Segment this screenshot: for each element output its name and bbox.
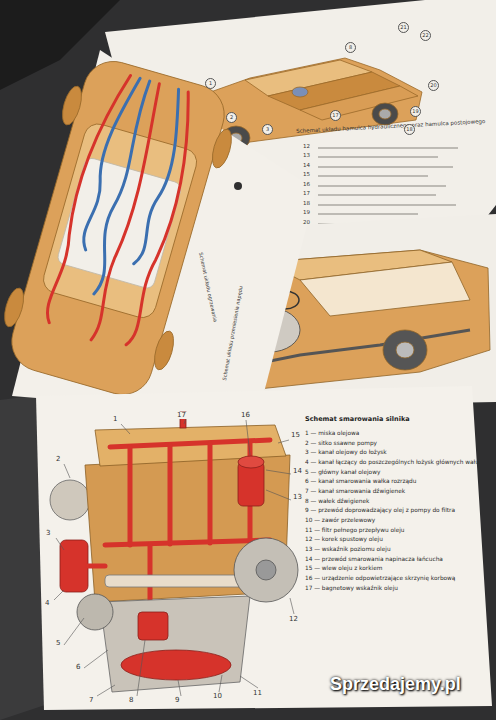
legend-item: 2 — sitko ssawne pompy (305, 440, 483, 447)
legend-number: 14 (303, 162, 310, 168)
callout-number: 11 (252, 690, 263, 697)
engine (50, 412, 298, 692)
legend-item: 11 — filtr pełnego przepływu oleju (305, 527, 483, 534)
car-top-view (0, 50, 245, 405)
callout-number: 15 (290, 432, 301, 439)
legend-item: 6 — kanał smarowania wałka rozrządu (305, 478, 483, 485)
legend-item: 5 — główny kanał olejowy (305, 469, 483, 476)
legend-item: 17 — bagnetowy wskaźnik oleju (305, 585, 483, 592)
callout-number: 3 (45, 530, 51, 537)
legend-item: 9 — przewód doprowadzający olej z pompy … (305, 507, 483, 514)
sheet-title: Schemat układu ogrzewania (197, 252, 217, 323)
flywheel (234, 538, 298, 602)
sheet-title: Schemat układu przeniesienia napędu (222, 286, 244, 381)
callout-number: 9 (174, 697, 180, 704)
crankshaft (105, 575, 255, 587)
callout-number: 10 (212, 693, 223, 700)
callout-number: 20 (428, 80, 439, 91)
callout-number: 14 (292, 468, 303, 475)
watermark: Sprzedajemy.pl (330, 674, 461, 695)
legend-item: 13 — wskaźnik poziomu oleju (305, 546, 483, 553)
callout-number: 8 (345, 42, 356, 53)
sheet-title: Schemat smarowania silnika (305, 416, 410, 423)
sheet-title: Schemat układu hamulca hydraulicznego or… (296, 118, 485, 134)
callout-number: 13 (292, 494, 303, 501)
callout-number: 19 (410, 106, 421, 117)
legend-number: 16 (303, 181, 310, 187)
punch-hole (234, 182, 242, 190)
callout-number: 16 (240, 412, 251, 419)
callout-number: 2 (226, 112, 237, 123)
legend-number: 17 (303, 190, 310, 196)
sump (100, 596, 250, 692)
legend-item: 1 — miska olejowa (305, 430, 483, 437)
callout-number: 4 (44, 600, 50, 607)
legend-number: 18 (303, 200, 310, 206)
legend-item: 16 — urządzenie odpowietrzające skrzynię… (305, 575, 483, 582)
legend-item: 3 — kanał olejowy do łożysk (305, 449, 483, 456)
sheet (36, 386, 492, 710)
callout-number: 2 (55, 456, 61, 463)
callout-number: 3 (262, 124, 273, 135)
callout-number: 5 (55, 640, 61, 647)
legend-number: 19 (303, 209, 310, 215)
callout-number: 8 (128, 697, 134, 704)
callout-number: 22 (420, 30, 431, 41)
legend-number: 13 (303, 152, 310, 158)
legend-item: 14 — przewód smarowania napinacza łańcuc… (305, 556, 483, 563)
legend-item: 10 — zawór przelewowy (305, 517, 483, 524)
callout-number: 7 (88, 697, 94, 704)
pulley (77, 594, 113, 630)
legend-item: 7 — kanał smarowania dźwigienek (305, 488, 483, 495)
legend-item: 12 — korek spustowy oleju (305, 536, 483, 543)
callout-number: 21 (398, 22, 409, 33)
legend-number: 15 (303, 171, 310, 177)
text-lines (318, 147, 458, 225)
legend-item: 4 — kanał łączący do poszczególnych łoży… (305, 459, 483, 466)
legend-number: 12 (303, 143, 310, 149)
distributor (238, 462, 264, 506)
callout-number: 1 (205, 78, 216, 89)
callout-number: 1 (112, 416, 118, 423)
callout-number: 18 (404, 124, 415, 135)
callout-number: 6 (75, 664, 81, 671)
callout-number: 12 (288, 616, 299, 623)
legend-number: 20 (303, 219, 310, 225)
oil-pump (138, 612, 168, 640)
callout-number: 17 (176, 412, 187, 419)
oil-filter (60, 540, 88, 592)
legend-item: 8 — wałek dźwigienek (305, 498, 483, 505)
legend-item: 15 — wlew oleju z korkiem (305, 565, 483, 572)
leader-lines (54, 418, 294, 696)
callout-number: 17 (330, 110, 341, 121)
